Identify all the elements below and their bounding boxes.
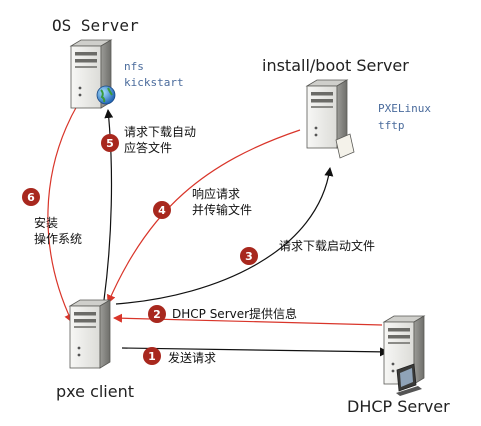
step-badge [22,188,40,206]
install-server-title: install/boot Server [262,56,409,75]
pxe-client-title: pxe client [56,382,134,401]
step-badge [240,247,258,265]
arrow-step-5 [103,109,114,301]
step-label: 并传输文件 [192,202,252,217]
globe-icon [96,85,116,105]
step-number: 6 [27,191,35,204]
step-number: 2 [153,308,161,321]
os-server-service-2: kickstart [124,76,184,89]
arrow-step-1 [121,347,389,357]
step-badge [148,305,166,323]
os-server-node: OS Server nfs kickstart [52,16,184,109]
step-label: 应答文件 [124,140,172,155]
arrow-step-6 [47,103,79,323]
step-badge [101,134,119,152]
step-label: 发送请求 [168,350,216,365]
step-number: 1 [148,350,156,363]
dhcp-server-node: DHCP Server [347,315,450,416]
arrow-step-3 [115,167,334,305]
install-server-service-2: tftp [378,119,405,132]
step-5: 5 请求下载自动 应答文件 [101,125,196,155]
pxe-client-node: pxe client [56,299,134,401]
dhcp-server-title: DHCP Server [347,397,450,416]
step-6: 6 安装 操作系统 [22,188,82,246]
step-badge [143,347,161,365]
step-label: 操作系统 [34,231,82,246]
install-server-node: install/boot Server PXELinux tftp [262,56,431,159]
step-label: 请求下载自动 [124,125,196,139]
step-4: 4 响应请求 并传输文件 [153,186,252,219]
step-2: 2 DHCP Server提供信息 [148,305,297,323]
step-number: 4 [158,204,166,217]
connections [47,103,389,357]
step-label: DHCP Server提供信息 [172,306,297,321]
step-label: 安装 [34,215,58,230]
step-number: 5 [106,137,114,150]
step-label: 请求下载启动文件 [279,238,375,253]
pxe-client-tower-icon [69,299,111,369]
arrow-step-4 [107,129,301,304]
step-number: 3 [245,250,253,263]
step-3: 3 请求下载启动文件 [240,238,375,265]
monitor-icon [396,363,422,396]
install-server-service-1: PXELinux [378,102,431,115]
step-badge [153,201,171,219]
cd-drive-icon [335,133,355,159]
step-label: 响应请求 [192,186,240,201]
step-1: 1 发送请求 [143,347,216,365]
os-server-title: OS Server [52,16,139,35]
os-server-service-1: nfs [124,60,144,73]
